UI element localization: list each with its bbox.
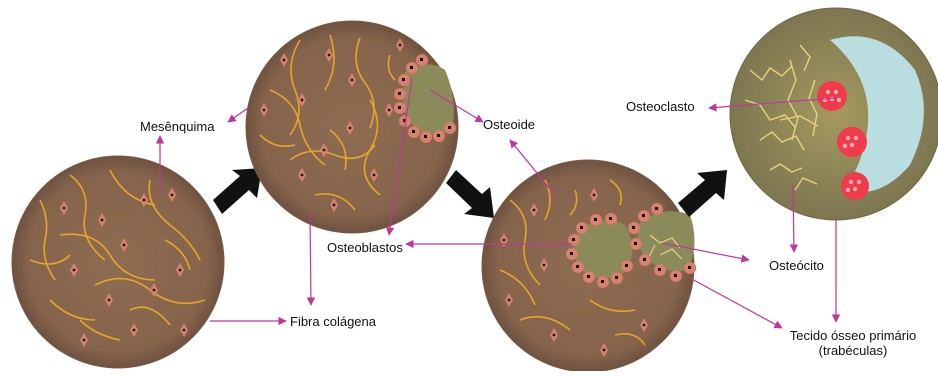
label-mesenquima: Mesênquima xyxy=(140,119,214,134)
stage-3-bone-formation xyxy=(482,160,696,371)
label-tecido-osseo: Tecido ósseo primário (trabéculas) xyxy=(778,328,928,358)
stage-2-osteoid xyxy=(246,21,458,233)
stage-4-remodeling xyxy=(730,8,938,220)
label-osteocito: Osteócito xyxy=(769,258,824,273)
progression-arrow-1 xyxy=(213,168,262,214)
label-osteoblastos: Osteoblastos xyxy=(327,240,403,255)
label-tecido-line1: Tecido ósseo primário xyxy=(778,328,928,343)
label-fibra-colagena: Fibra colágena xyxy=(290,314,376,329)
progression-arrow-3 xyxy=(678,170,727,217)
stage-1-mesenchyme xyxy=(12,156,224,368)
label-osteoclasto: Osteoclasto xyxy=(626,99,695,114)
progression-arrow-2 xyxy=(446,170,494,218)
label-tecido-line2: (trabéculas) xyxy=(778,343,928,358)
label-osteoide: Osteoide xyxy=(483,117,535,132)
